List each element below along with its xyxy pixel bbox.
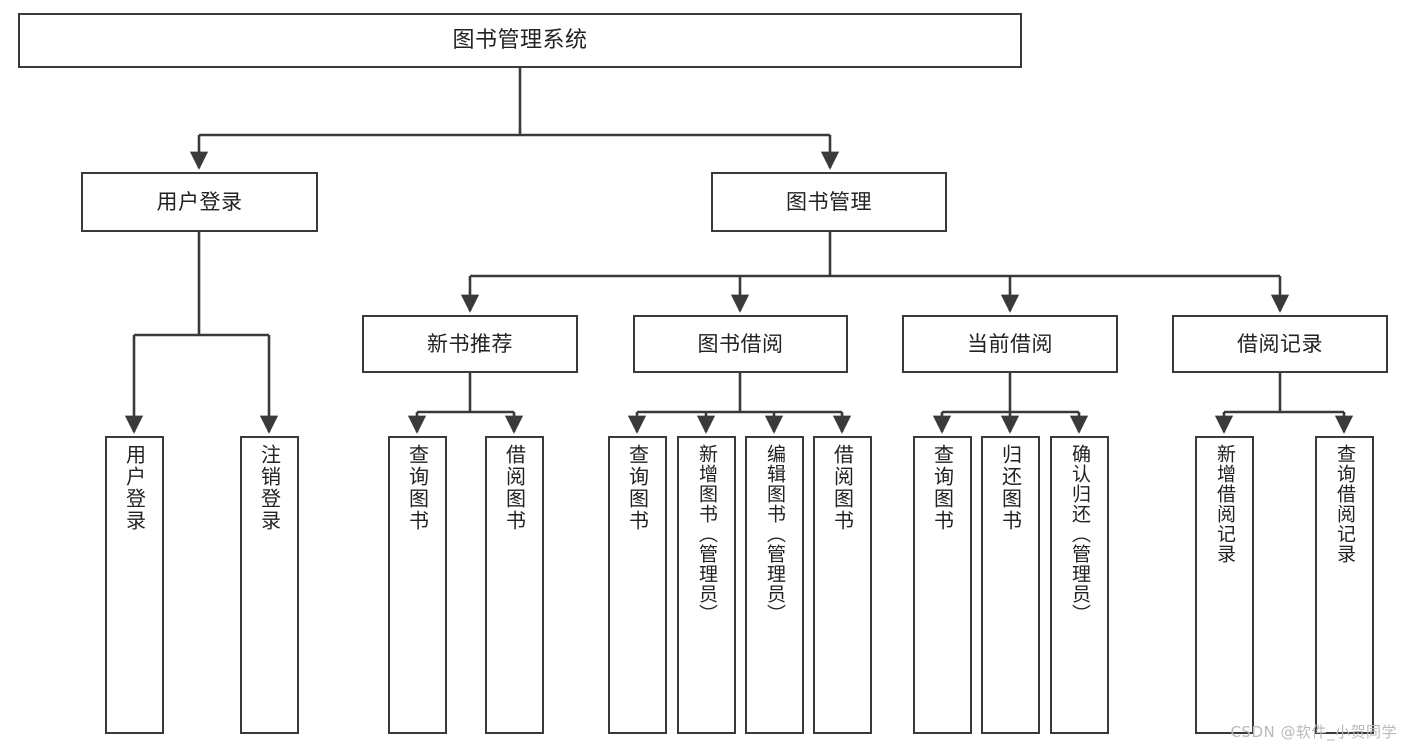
leaf-return-books-label: 归还图书 — [998, 444, 1023, 532]
leaf-query-books-newbook[interactable]: 查询图书 — [388, 436, 447, 734]
leaf-borrow-books-newbook[interactable]: 借阅图书 — [485, 436, 544, 734]
leaf-user-login[interactable]: 用户登录 — [105, 436, 164, 734]
node-new-book-recommend[interactable]: 新书推荐 — [362, 315, 578, 373]
leaf-user-login-label: 用户登录 — [122, 444, 147, 532]
node-user-login-label: 用户登录 — [156, 189, 243, 214]
node-root-label: 图书管理系统 — [452, 27, 588, 53]
leaf-query-books-borrow-label: 查询图书 — [625, 444, 650, 532]
leaf-edit-book-admin[interactable]: 编辑图书（管理员） — [745, 436, 804, 734]
node-book-borrow-label: 图书借阅 — [697, 331, 784, 356]
node-current-borrow-label: 当前借阅 — [967, 331, 1053, 356]
leaf-borrow-books-newbook-label: 借阅图书 — [502, 444, 527, 532]
node-new-book-recommend-label: 新书推荐 — [427, 331, 513, 356]
leaf-query-books-newbook-label: 查询图书 — [405, 444, 430, 532]
leaf-query-books-borrow[interactable]: 查询图书 — [608, 436, 667, 734]
node-book-management-label: 图书管理 — [786, 189, 872, 214]
leaf-edit-book-admin-label: 编辑图书（管理员） — [763, 444, 786, 624]
node-current-borrow[interactable]: 当前借阅 — [902, 315, 1118, 373]
node-borrow-records-label: 借阅记录 — [1237, 331, 1323, 356]
leaf-query-borrow-record[interactable]: 查询借阅记录 — [1315, 436, 1374, 734]
leaf-query-borrow-record-label: 查询借阅记录 — [1333, 444, 1356, 564]
leaf-confirm-return-admin[interactable]: 确认归还（管理员） — [1050, 436, 1109, 734]
node-borrow-records[interactable]: 借阅记录 — [1172, 315, 1388, 373]
leaf-logout[interactable]: 注销登录 — [240, 436, 299, 734]
leaf-borrow-books[interactable]: 借阅图书 — [813, 436, 872, 734]
leaf-add-borrow-record-label: 新增借阅记录 — [1213, 444, 1236, 564]
leaf-add-book-admin[interactable]: 新增图书（管理员） — [677, 436, 736, 734]
node-user-login[interactable]: 用户登录 — [81, 172, 318, 232]
node-root[interactable]: 图书管理系统 — [18, 13, 1022, 68]
leaf-return-books[interactable]: 归还图书 — [981, 436, 1040, 734]
csdn-watermark: CSDN @软件_小贺同学 — [1230, 723, 1397, 741]
leaf-add-borrow-record[interactable]: 新增借阅记录 — [1195, 436, 1254, 734]
leaf-query-books-current-label: 查询图书 — [930, 444, 955, 532]
leaf-confirm-return-admin-label: 确认归还（管理员） — [1068, 444, 1091, 624]
leaf-logout-label: 注销登录 — [257, 444, 282, 532]
leaf-add-book-admin-label: 新增图书（管理员） — [695, 444, 718, 624]
node-book-borrow[interactable]: 图书借阅 — [633, 315, 848, 373]
leaf-borrow-books-label: 借阅图书 — [830, 444, 855, 532]
leaf-query-books-current[interactable]: 查询图书 — [913, 436, 972, 734]
node-book-management[interactable]: 图书管理 — [711, 172, 947, 232]
